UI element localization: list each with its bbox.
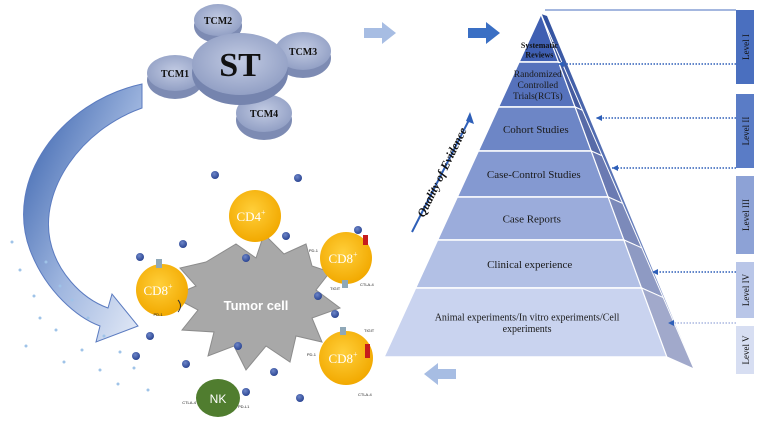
evidence-pyramid: SystematicReviewsRandomizedControlledTri… bbox=[382, 12, 695, 370]
level-connector-arrowhead-icon bbox=[612, 165, 618, 171]
tcm4-label: TCM4 bbox=[250, 109, 278, 120]
tumor-cell-shape bbox=[170, 233, 342, 371]
level-tag-box bbox=[736, 94, 754, 168]
pyramid-tier-label: Controlled bbox=[517, 81, 558, 91]
tim3-receptor-icon bbox=[365, 344, 370, 358]
cd8-upper-tigit-label: TIGIT bbox=[330, 286, 341, 291]
cd8-left-label: CD8+ bbox=[143, 282, 173, 298]
pyramid-tier-label: Case Reports bbox=[503, 213, 561, 225]
pyramid-tier-label: Trials(RCTs) bbox=[513, 91, 563, 102]
pyramid-tier-label: Randomized bbox=[514, 70, 562, 80]
cd8-upper-pd1-label: PD-1 bbox=[309, 248, 319, 253]
level-connector-arrowhead-icon bbox=[668, 320, 674, 326]
level-tags: Level I Level II Level III Level IV Level V bbox=[545, 9, 754, 374]
nk-pdl1-label: PD-L1 bbox=[238, 404, 250, 409]
pyramid-tier-label: experiments bbox=[503, 324, 552, 335]
cd8-lower-pd1-label: PD-1 bbox=[307, 352, 317, 357]
tumor-cell-label: Tumor cell bbox=[224, 298, 289, 313]
return-arrow bbox=[424, 363, 456, 385]
receptor-icon bbox=[156, 259, 162, 268]
curved-arrow-icon bbox=[23, 83, 143, 343]
cd8-cell-left bbox=[136, 264, 188, 316]
cd8-lower-ctla4-label: CTLA-4 bbox=[358, 392, 373, 397]
pyramid-tier-label: Animal experiments/In vitro experiments/… bbox=[435, 312, 620, 323]
pyramid-tier-side bbox=[640, 287, 695, 370]
level-connector-arrowhead-icon bbox=[558, 61, 564, 67]
receptor-icon bbox=[342, 280, 348, 288]
flow-arrow-2 bbox=[468, 22, 500, 44]
nk-ctla4-label: CTLA-4 bbox=[182, 400, 197, 405]
tcm1-tablet: TCM1 bbox=[147, 55, 203, 99]
pyramid-tier-label: Clinical experience bbox=[487, 259, 572, 271]
cd8-left-pd1-label: PD-1 bbox=[153, 312, 163, 317]
nk-label: NK bbox=[210, 392, 227, 406]
molecule-dots bbox=[132, 171, 362, 402]
tcm2-label: TCM2 bbox=[204, 16, 232, 27]
scatter-dots bbox=[10, 240, 150, 392]
pd1-receptor-icon bbox=[177, 299, 181, 313]
receptor-icon bbox=[340, 327, 346, 335]
cd8-upper-ctla4-label: CTLA-4 bbox=[360, 282, 375, 287]
cd8-upper-label: CD8+ bbox=[328, 250, 358, 266]
quality-axis-arrow bbox=[411, 117, 471, 233]
st-label: ST bbox=[219, 47, 261, 84]
pyramid-tier-label: Reviews bbox=[525, 51, 553, 60]
tim3-receptor-icon bbox=[363, 235, 368, 245]
pyramid-tier-label: Case-Control Studies bbox=[487, 169, 581, 181]
st-cluster: TCM2 TCM1 TCM3 TCM4 ST bbox=[147, 4, 331, 140]
level-tag-box bbox=[736, 176, 754, 254]
st-center-tablet: ST bbox=[192, 33, 288, 105]
quality-axis-arrowhead-icon bbox=[466, 112, 474, 124]
level-tag-box bbox=[736, 326, 754, 374]
tcm3-tablet: TCM3 bbox=[275, 32, 331, 78]
cd8-cell-lower-right bbox=[319, 331, 373, 385]
level-tag-label: Level IV bbox=[741, 273, 751, 306]
nk-cell bbox=[196, 379, 240, 417]
tcm1-label: TCM1 bbox=[161, 69, 189, 80]
cd8-cell-upper-right bbox=[320, 232, 372, 284]
level-tag-label: Level V bbox=[741, 335, 751, 365]
level-tag-label: Level II bbox=[741, 117, 751, 146]
cd8-lower-label: CD8+ bbox=[328, 350, 358, 366]
level-connector-arrowhead-icon bbox=[652, 269, 658, 275]
cd4-label: CD4+ bbox=[236, 208, 266, 224]
tcm2-tablet: TCM2 bbox=[194, 4, 242, 43]
pyramid-tier-label: Cohort Studies bbox=[503, 124, 569, 136]
level-tag-box bbox=[736, 10, 754, 84]
level-tag-box bbox=[736, 262, 754, 318]
level-connector-arrowhead-icon bbox=[596, 115, 602, 121]
cd8-lower-tigit-label: TIGIT bbox=[364, 328, 375, 333]
cd4-cell bbox=[229, 190, 281, 242]
tcm3-label: TCM3 bbox=[289, 47, 317, 58]
level-tag-label: Level I bbox=[741, 34, 751, 60]
level-tag-label: Level III bbox=[741, 199, 751, 231]
flow-arrow-1 bbox=[364, 22, 396, 44]
tumor-scene: Tumor cell CD4+ CD8+ PD-1 CD8+ PD-1 CTLA… bbox=[132, 171, 375, 417]
pyramid-tier-label: Systematic bbox=[521, 41, 558, 50]
